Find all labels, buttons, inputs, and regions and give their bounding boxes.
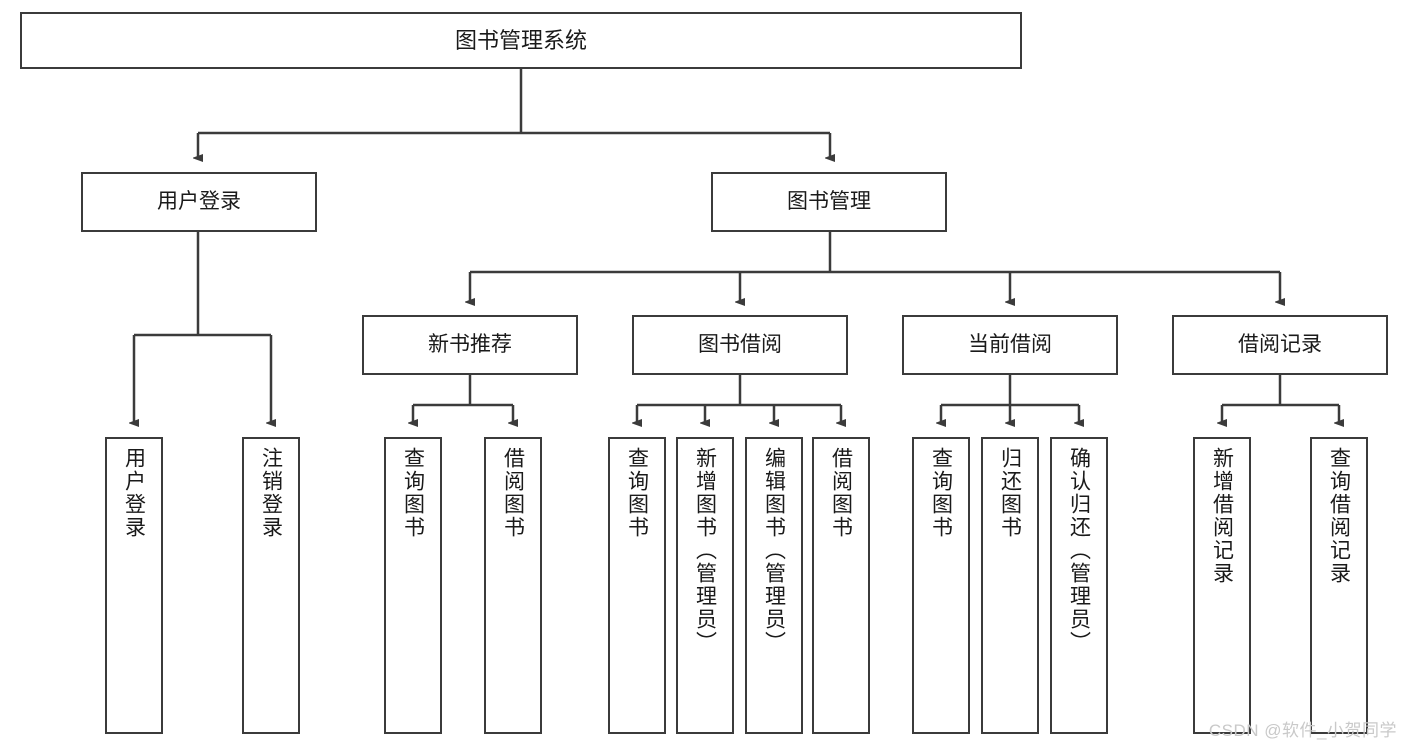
- node-label: 确认归还（管理员）: [1067, 447, 1091, 654]
- node-label: 图书管理系统: [454, 27, 587, 53]
- leaf-query-books-recommend[interactable]: 查询图书: [384, 437, 442, 734]
- node-label: 用户登录: [157, 189, 241, 213]
- node-root-system[interactable]: 图书管理系统: [20, 12, 1022, 69]
- node-book-borrow[interactable]: 图书借阅: [632, 315, 848, 375]
- node-label: 借阅图书: [501, 447, 525, 539]
- node-label: 归还图书: [998, 447, 1022, 539]
- node-label: 新增图书（管理员）: [693, 447, 717, 654]
- leaf-user-login[interactable]: 用户登录: [105, 437, 163, 734]
- node-label: 借阅图书: [829, 447, 853, 539]
- watermark: CSDN @软件_小贺同学: [1208, 721, 1397, 740]
- leaf-query-books-current[interactable]: 查询图书: [912, 437, 970, 734]
- leaf-borrow-book[interactable]: 借阅图书: [812, 437, 870, 734]
- node-label: 注销登录: [259, 447, 283, 539]
- node-label: 查询图书: [625, 447, 649, 539]
- node-label: 用户登录: [122, 447, 146, 539]
- node-label: 查询图书: [401, 447, 425, 539]
- leaf-add-borrow-record[interactable]: 新增借阅记录: [1193, 437, 1251, 734]
- node-label: 当前借阅: [968, 332, 1052, 356]
- leaf-logout[interactable]: 注销登录: [242, 437, 300, 734]
- node-borrow-records[interactable]: 借阅记录: [1172, 315, 1388, 375]
- node-current-borrow[interactable]: 当前借阅: [902, 315, 1118, 375]
- leaf-return-book[interactable]: 归还图书: [981, 437, 1039, 734]
- leaf-edit-book-admin[interactable]: 编辑图书（管理员）: [745, 437, 803, 734]
- node-label: 新书推荐: [428, 332, 512, 356]
- leaf-add-book-admin[interactable]: 新增图书（管理员）: [676, 437, 734, 734]
- leaf-query-books-borrow[interactable]: 查询图书: [608, 437, 666, 734]
- node-label: 新增借阅记录: [1210, 447, 1234, 585]
- node-new-book-recommend[interactable]: 新书推荐: [362, 315, 578, 375]
- leaf-confirm-return-admin[interactable]: 确认归还（管理员）: [1050, 437, 1108, 734]
- node-user-login[interactable]: 用户登录: [81, 172, 317, 232]
- node-label: 图书借阅: [698, 332, 782, 356]
- node-label: 查询借阅记录: [1327, 447, 1351, 585]
- node-book-management[interactable]: 图书管理: [711, 172, 947, 232]
- node-label: 查询图书: [929, 447, 953, 539]
- leaf-borrow-books-recommend[interactable]: 借阅图书: [484, 437, 542, 734]
- node-label: 图书管理: [787, 189, 871, 213]
- leaf-query-borrow-record[interactable]: 查询借阅记录: [1310, 437, 1368, 734]
- node-label: 借阅记录: [1238, 332, 1322, 356]
- node-label: 编辑图书（管理员）: [762, 447, 786, 654]
